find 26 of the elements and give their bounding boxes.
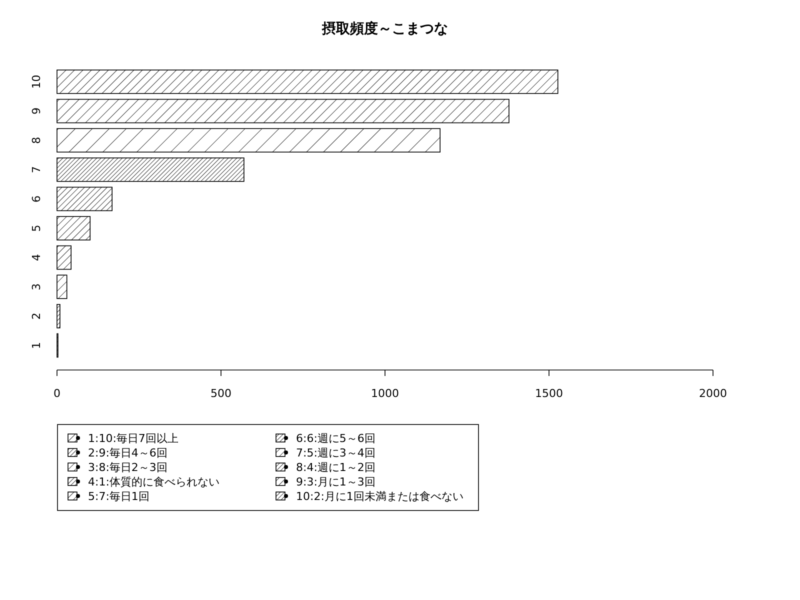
legend-label: 3:8:毎日2～3回 — [88, 461, 168, 474]
legend-label: 4:1:体質的に食べられない — [88, 476, 220, 488]
tick-label: 1000 — [371, 387, 399, 400]
axis-label: 1 — [30, 342, 44, 349]
legend-label: 10:2:月に1回未満または食べない — [296, 490, 464, 503]
axis-label: 7 — [30, 166, 44, 174]
tick-label: 500 — [210, 387, 232, 400]
axis-label: 5 — [30, 224, 44, 232]
legend-label: 1:10:毎日7回以上 — [88, 432, 178, 445]
axis-label: 2 — [30, 312, 44, 320]
tick-label: 1500 — [535, 387, 563, 400]
tick-label: 2000 — [699, 387, 727, 400]
legend-label: 9:3:月に1～3回 — [296, 476, 376, 488]
legend-label: 6:6:週に5～6回 — [296, 432, 376, 445]
tick-label: 0 — [54, 387, 60, 400]
chart-title: 摂取頻度～こまつな — [322, 21, 448, 37]
legend-label: 2:9:毎日4～6回 — [88, 446, 168, 460]
legend-label: 7:5:週に3～4回 — [296, 446, 376, 460]
axis-label: 4 — [30, 254, 44, 262]
legend-label: 5:7:毎日1回 — [88, 490, 150, 503]
axis-label: 6 — [30, 195, 44, 202]
axis-label: 3 — [30, 283, 44, 290]
legend-label: 8:4:週に1～2回 — [296, 461, 376, 474]
axis-label: 10 — [30, 74, 44, 89]
axis-label: 9 — [30, 108, 44, 115]
axis-label: 8 — [30, 136, 44, 144]
